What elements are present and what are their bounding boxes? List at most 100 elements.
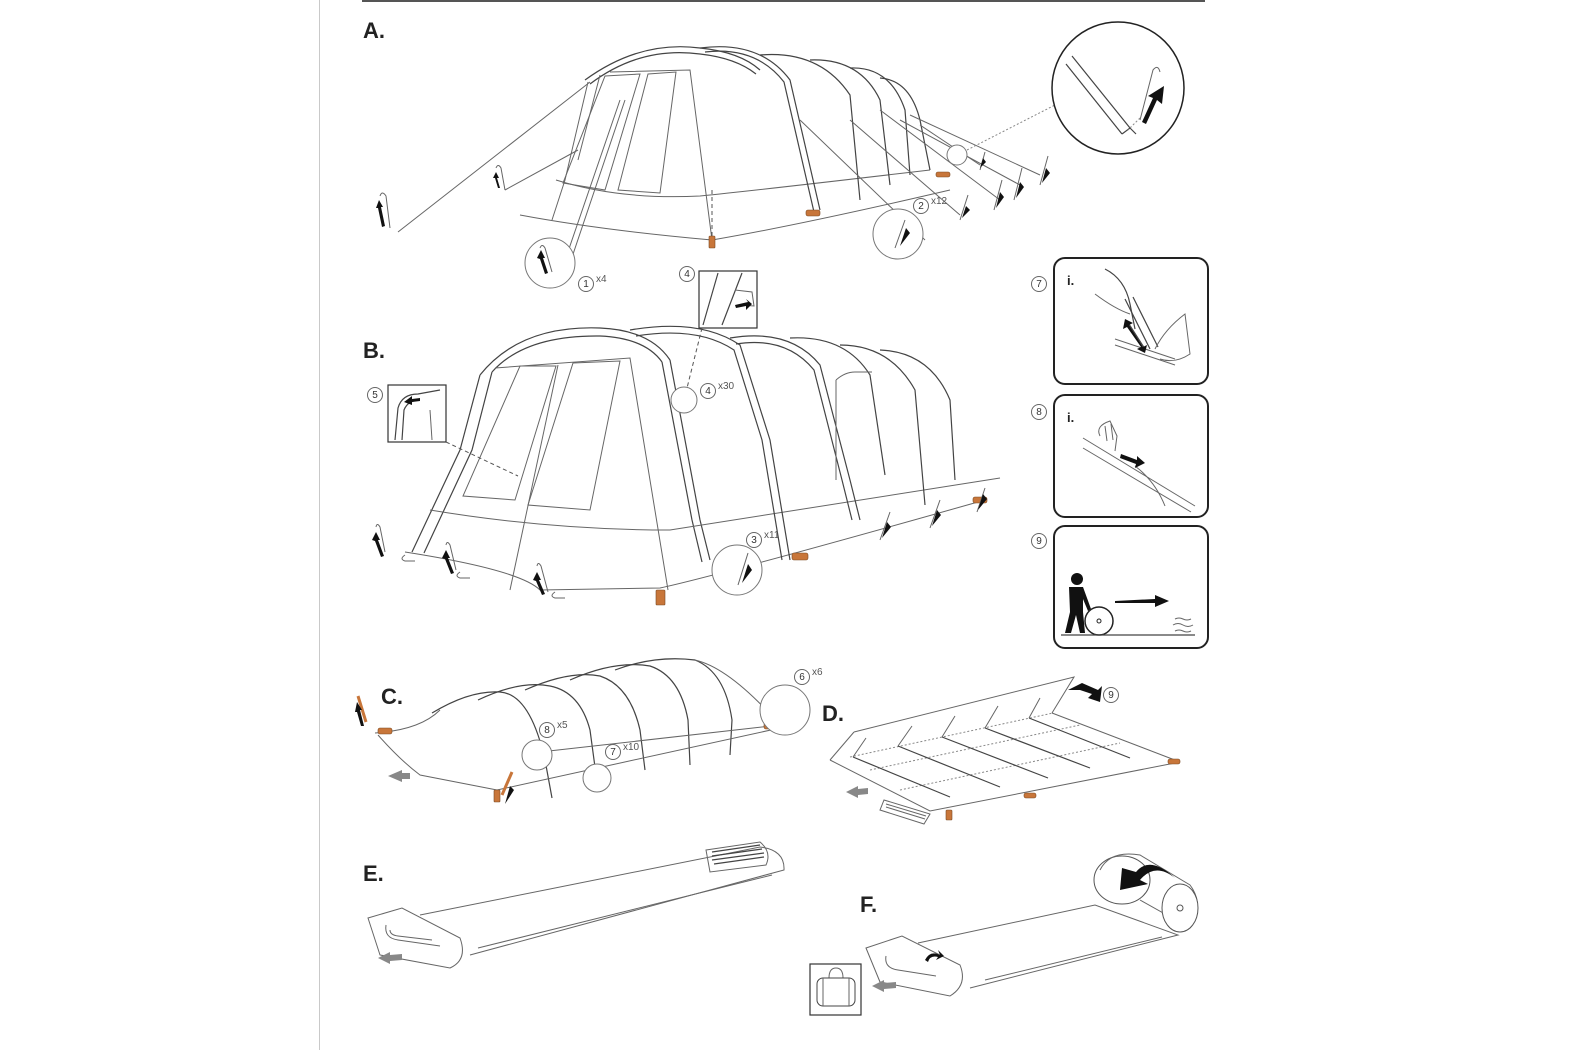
foot-strap (655, 589, 666, 606)
zoom-circle-peg (524, 237, 576, 289)
callout-4-detail: 4 (679, 266, 695, 282)
foot-strap (708, 235, 716, 249)
orange-peg-icon (355, 695, 368, 726)
step-a-label: A. (363, 18, 385, 43)
callout-number: 4 (679, 266, 695, 282)
callout-9-ref: 9 (1103, 687, 1119, 703)
peg-detail-zoom (1051, 21, 1185, 155)
zoom-circle-clip (670, 386, 698, 414)
callout-number: 9 (1031, 533, 1047, 549)
tent-peg-icon (493, 165, 506, 191)
tent-peg-icon (533, 563, 549, 595)
leader-line (685, 327, 703, 393)
callout-quantity: x4 (596, 274, 607, 285)
callout-number: 7 (1031, 276, 1047, 292)
flat-tent-bundle (419, 841, 785, 956)
pull-arrow-icon (872, 980, 896, 992)
tent-peg-icon (929, 499, 941, 529)
foot-strap (1167, 758, 1181, 765)
callout-number: 4 (700, 383, 716, 399)
pull-arrow-icon (388, 770, 410, 782)
zoom-circle-small (946, 144, 968, 166)
callout-7: 7 x10 (605, 742, 640, 760)
callout-4: 4 x30 (700, 381, 735, 399)
carry-bag-open (367, 907, 463, 969)
step-d-label: D. (822, 701, 844, 726)
foot-strap (945, 809, 953, 821)
pole-sleeve-detail-box (387, 384, 447, 443)
step-e-label: E. (363, 861, 384, 886)
foot-strap (493, 789, 501, 803)
hand-pole-illustration (1094, 268, 1191, 366)
zoom-circle-peg (872, 208, 924, 260)
callout-8: 8 x5 (539, 720, 568, 738)
callout-number: 2 (913, 198, 929, 214)
panel-9-number: 9 (1031, 533, 1047, 549)
panel-sublabel: i. (1067, 273, 1075, 288)
tent-peg-icon (959, 194, 970, 221)
callout-2: 2 x12 (913, 196, 948, 214)
panel-8-number: 8 (1031, 404, 1047, 420)
callout-5: 5 (367, 387, 383, 403)
step-b-label: B. (363, 338, 385, 363)
tent-peg-icon (372, 524, 386, 557)
valve-panel-icon (879, 799, 931, 825)
callout-number: 5 (367, 387, 383, 403)
callout-6: 6 x6 (794, 667, 823, 685)
tent-peg-icon (376, 192, 391, 229)
callout-number: 8 (1031, 404, 1047, 420)
zoom-circle-peg (759, 684, 811, 736)
person-rolling-icon (1061, 573, 1195, 636)
pull-arrow-icon (846, 786, 868, 798)
fold-arrow-icon (925, 950, 944, 962)
step-c-label: C. (381, 684, 403, 709)
tent-peg-icon (879, 511, 891, 541)
hand-sleeve-illustration (1082, 420, 1196, 513)
callout-quantity: x12 (931, 196, 948, 207)
tent-peg-icon (442, 542, 457, 574)
tent-peg-icon (1039, 155, 1050, 186)
leader-line (445, 441, 519, 477)
top-rule (362, 0, 1205, 2)
tent-peg-icon (993, 179, 1004, 211)
carry-bag-open (865, 935, 963, 997)
clip-detail-box (698, 270, 758, 329)
tent-a-body (397, 46, 1041, 279)
foot-strap (935, 171, 951, 178)
tent-b-body (404, 325, 1001, 591)
orange-peg-icon (500, 771, 514, 804)
callout-quantity: x6 (812, 667, 823, 678)
panel-7-number: 7 (1031, 276, 1047, 292)
rolling-tent-bundle (917, 853, 1199, 989)
callout-number: 3 (746, 532, 762, 548)
callout-number: 9 (1103, 687, 1119, 703)
panel-sublabel: i. (1067, 410, 1075, 425)
panel-9-roll-deflate (1053, 525, 1209, 649)
callout-quantity: x5 (557, 720, 568, 731)
callout-number: 6 (794, 669, 810, 685)
carry-bag-icon (809, 963, 862, 1016)
fold-arrow-icon (1068, 683, 1102, 702)
tent-peg-icon (979, 151, 986, 171)
callout-quantity: x10 (623, 742, 640, 753)
foot-strap (805, 209, 821, 217)
page-edge-divider (319, 0, 320, 1050)
zoom-circle-connector (582, 763, 612, 793)
roll-arrow-icon (1120, 864, 1175, 890)
zoom-circle-sleeve (521, 739, 553, 771)
callout-number: 7 (605, 744, 621, 760)
callout-number: 8 (539, 722, 555, 738)
foot-strap (377, 727, 393, 735)
callout-number: 1 (578, 276, 594, 292)
folded-tent-sheet (829, 676, 1181, 812)
panel-7-pole-connect: i. (1053, 257, 1209, 385)
callout-quantity: x11 (764, 530, 780, 541)
callout-quantity: x30 (718, 381, 735, 392)
foot-strap (1023, 792, 1037, 799)
